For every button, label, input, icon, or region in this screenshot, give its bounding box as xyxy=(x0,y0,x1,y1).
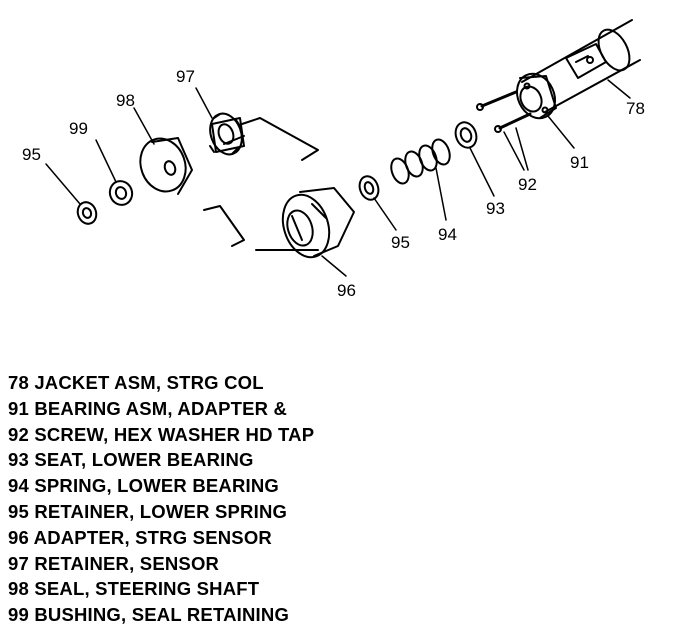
callout-94: 94 xyxy=(438,225,457,244)
callout-93: 93 xyxy=(486,199,505,218)
alignment-lines xyxy=(203,117,319,247)
legend-item: 98 SEAL, STEERING SHAFT xyxy=(8,578,260,600)
callout-91: 91 xyxy=(570,153,589,172)
part-95-retainer-left xyxy=(76,201,98,225)
part-93-seat xyxy=(454,121,478,149)
callout-92: 92 xyxy=(518,175,537,194)
legend-item: 93 SEAT, LOWER BEARING xyxy=(8,449,254,471)
legend-item: 96 ADAPTER, STRG SENSOR xyxy=(8,526,272,548)
part-92-screws xyxy=(476,90,532,133)
part-97-sensor-retainer xyxy=(209,112,245,156)
legend-item: 97 RETAINER, SENSOR xyxy=(8,552,220,574)
part-96-sensor-adapter xyxy=(255,187,355,259)
part-91-bearing-adapter xyxy=(516,72,557,120)
part-95-retainer-right xyxy=(358,175,380,201)
legend-item: 78 JACKET ASM, STRG COL xyxy=(8,372,264,393)
callout-97: 97 xyxy=(176,67,195,86)
legend-item: 95 RETAINER, LOWER SPRING xyxy=(8,500,288,522)
legend-item: 92 SCREW, HEX WASHER HD TAP xyxy=(8,423,315,445)
part-94-spring xyxy=(390,138,451,185)
callout-78: 78 xyxy=(626,99,645,118)
callout-98: 98 xyxy=(116,91,135,110)
exploded-parts-diagram: 78 91 92 93 94 95 96 97 98 99 95 xyxy=(22,19,645,300)
part-78-jacket xyxy=(521,19,641,113)
parts-legend: 78 JACKET ASM, STRG COL 91 BEARING ASM, … xyxy=(8,370,314,628)
part-98-seal xyxy=(139,137,193,195)
callout-95-right: 95 xyxy=(391,233,410,252)
callout-99: 99 xyxy=(69,119,88,138)
callout-95-left: 95 xyxy=(22,145,41,164)
callout-96: 96 xyxy=(337,281,356,300)
legend-item: 94 SPRING, LOWER BEARING xyxy=(8,475,280,497)
leader-lines xyxy=(45,79,631,277)
legend-item: 99 BUSHING, SEAL RETAINING xyxy=(8,604,290,626)
legend-item: 91 BEARING ASM, ADAPTER & xyxy=(8,397,288,419)
part-99-bushing xyxy=(108,180,134,206)
